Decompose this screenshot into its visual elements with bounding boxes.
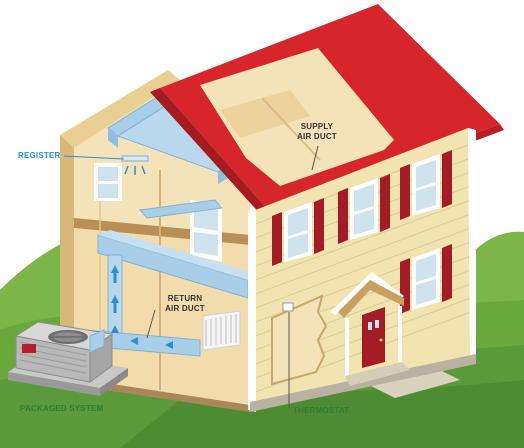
leader-lines — [63, 145, 319, 408]
register-label: REGISTER — [18, 151, 61, 160]
packaged-system-label: PACKAGED SYSTEM — [20, 404, 104, 413]
thermostat-wall-cutaway — [271, 294, 328, 386]
supply-air-duct-label-line1: SUPPLY — [300, 122, 334, 131]
supply-air-duct-label-line2: AIR DUCT — [297, 132, 337, 141]
front-window-2 — [338, 174, 390, 244]
arrow-up-icon — [111, 265, 119, 333]
return-air-duct-label-line1: RETURN — [167, 294, 203, 303]
supply-air-duct-label: SUPPLY AIR DUCT — [292, 122, 342, 142]
register-vent-icon — [121, 155, 149, 175]
interior-window-upper-right — [190, 200, 222, 262]
arrow-left-icon — [130, 337, 173, 349]
return-air-duct-label: RETURN AIR DUCT — [160, 294, 210, 314]
front-porch — [330, 272, 410, 386]
front-window-4 — [400, 244, 452, 314]
thermostat-label: THERMOSTAT — [293, 406, 350, 415]
front-window-1 — [272, 198, 324, 266]
walkway — [355, 365, 460, 398]
front-window-3 — [400, 150, 452, 220]
return-air-grille — [202, 310, 241, 351]
interior-window-upper-left — [94, 163, 122, 201]
return-air-duct-label-line2: AIR DUCT — [165, 304, 205, 313]
packaged-system-unit — [8, 321, 128, 396]
